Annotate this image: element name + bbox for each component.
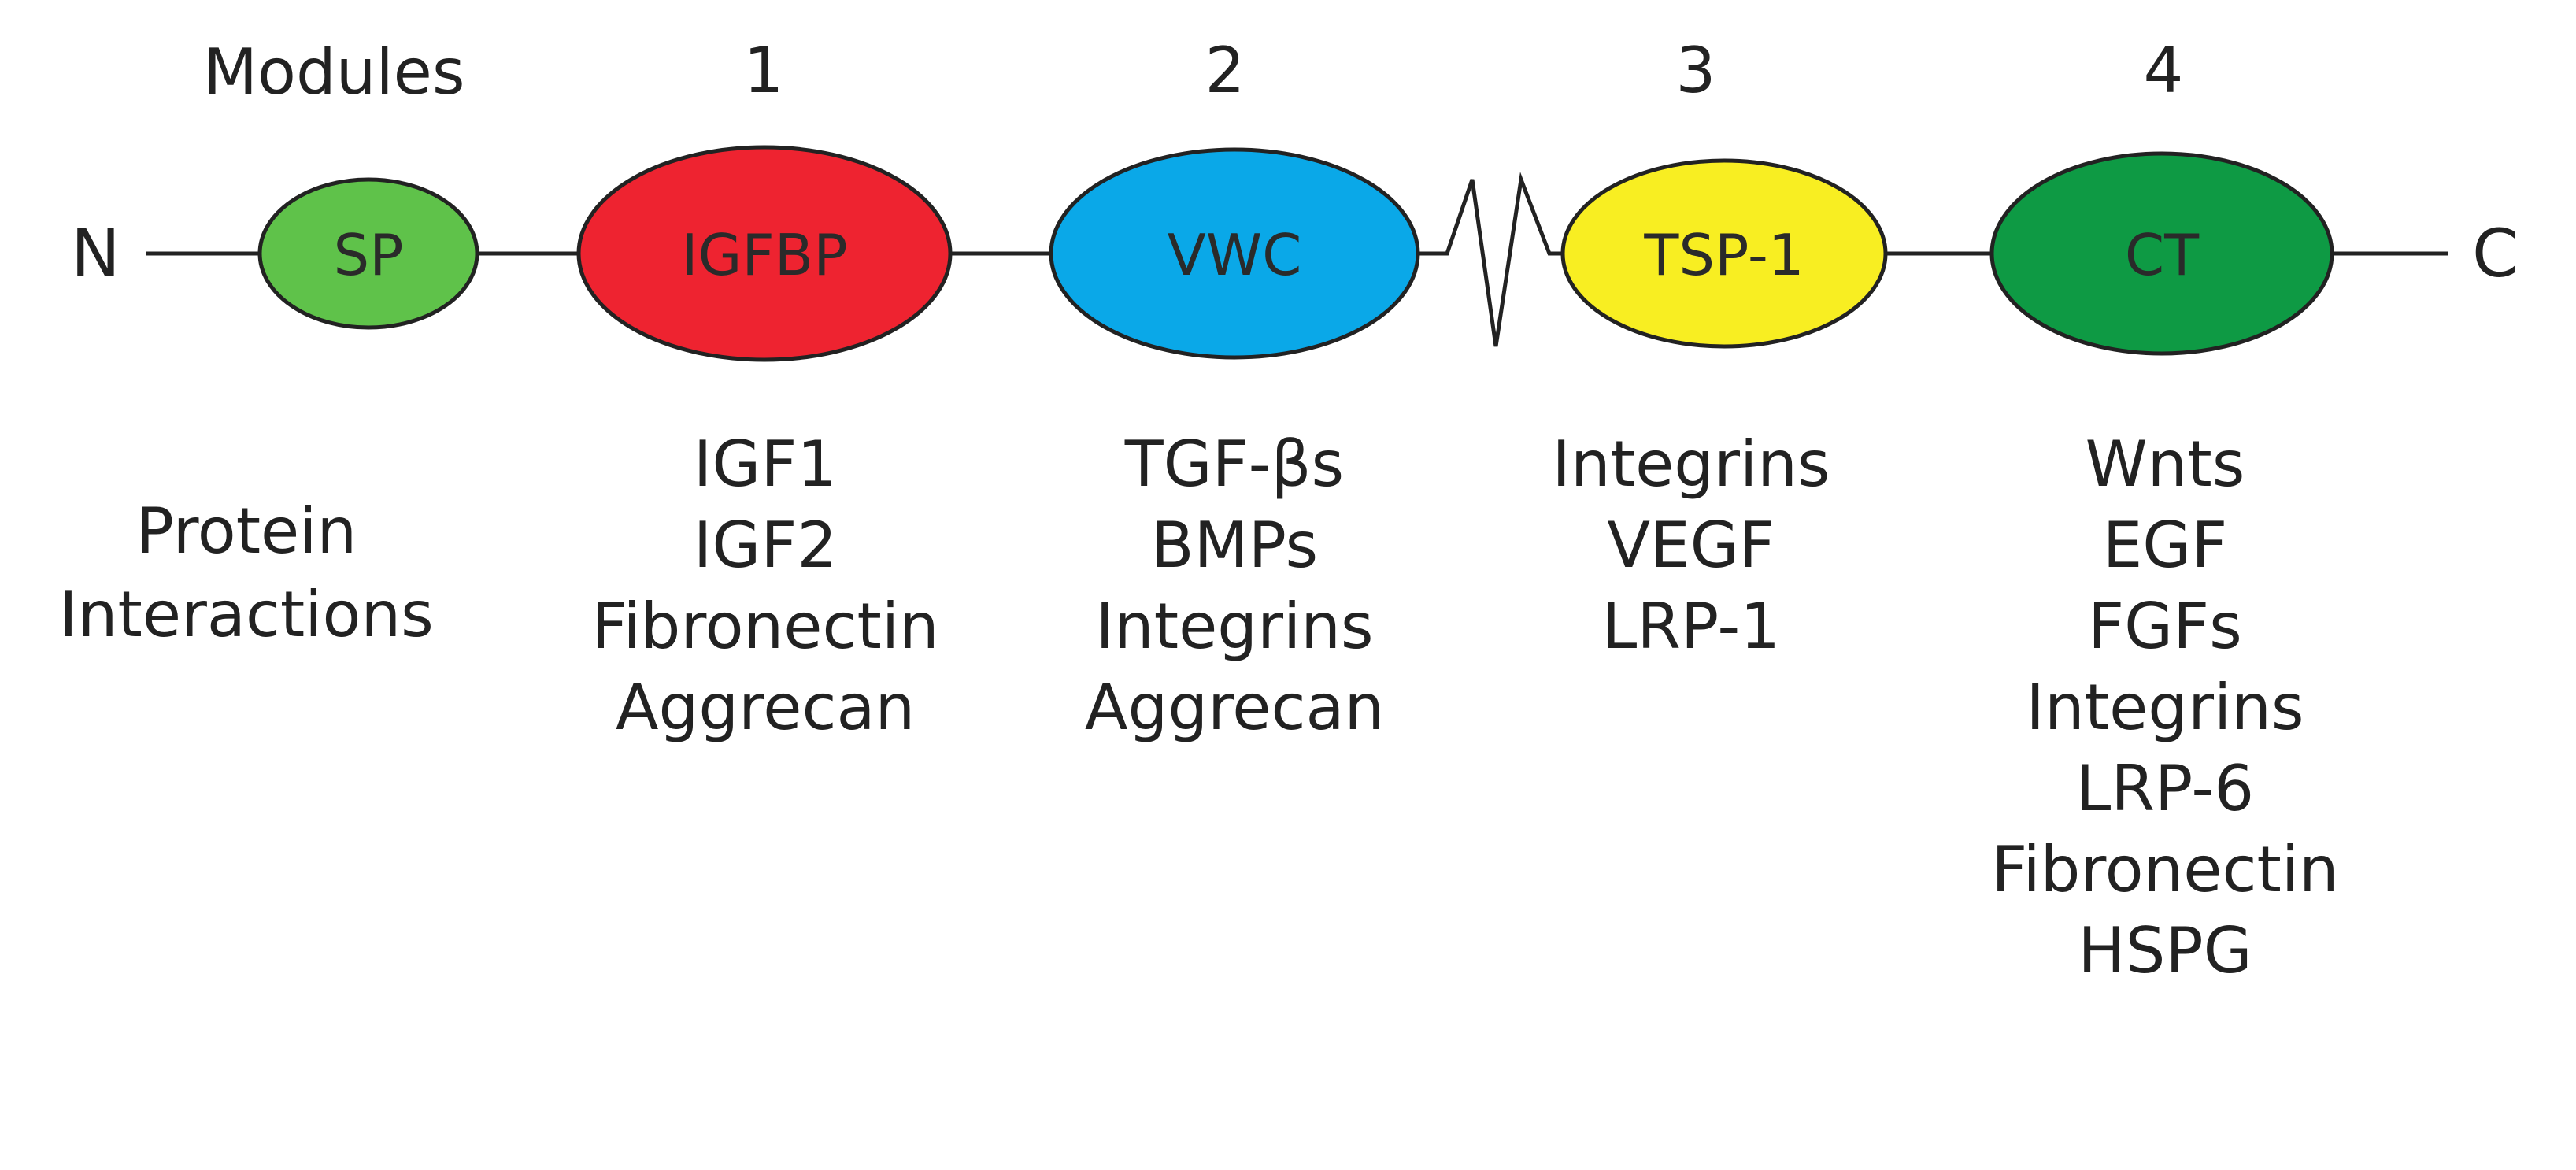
c-terminus-label: C [2472,215,2519,292]
domain-label-vwc: VWC [1167,222,1302,288]
interaction-item: Integrins [2026,671,2304,744]
domain-label-ct: CT [2124,222,2200,288]
backbone-break-zigzag [1417,172,1563,347]
domain-sp [257,177,479,330]
interaction-item: LRP-6 [2075,752,2255,825]
module-number-1: 1 [743,34,784,107]
interaction-item: Integrins [1552,428,1830,501]
interaction-item: Wnts [2085,428,2245,501]
module-number-2: 2 [1205,34,1245,107]
interaction-item: IGF1 [693,428,838,501]
interactions-module-1: IGF1 IGF2 Fibronectin Aggrecan [591,424,938,748]
interactions-module-3: Integrins VEGF LRP-1 [1552,424,1830,667]
module-number-3: 3 [1675,34,1716,107]
domain-label-tsp1: TSP-1 [1644,222,1804,288]
interaction-item: IGF2 [693,509,838,582]
interaction-item: TGF-βs [1124,428,1345,501]
interaction-item: Fibronectin [591,590,939,663]
domain-label-igfbp: IGFBP [681,222,848,288]
interactions-module-2: TGF-βs BMPs Integrins Aggrecan [1085,424,1384,748]
interactions-module-4: Wnts EGF FGFs Integrins LRP-6 Fibronecti… [1991,424,2338,991]
domain-vwc [1049,147,1420,360]
interaction-item: LRP-1 [1601,590,1781,663]
interaction-item: Fibronectin [1991,833,2339,906]
module-number-4: 4 [2143,34,2184,107]
domain-label-sp: SP [333,222,404,288]
interaction-item: Aggrecan [1084,671,1385,744]
domain-igfbp [576,145,953,362]
domain-ct [1989,151,2334,356]
interaction-item: Integrins [1095,590,1374,663]
domain-tsp1 [1560,158,1888,349]
interaction-item: BMPs [1150,509,1319,582]
interaction-item: VEGF [1607,509,1775,582]
interaction-item: HSPG [2078,914,2252,987]
protein-interactions-label: Protein Interactions [59,490,434,657]
interaction-item: Aggrecan [615,671,916,744]
modules-header: Modules [203,35,465,109]
protein-interactions-label-line1: Protein [135,494,357,568]
protein-interactions-label-line2: Interactions [59,578,434,651]
n-terminus-label: N [71,215,120,292]
interaction-item: EGF [2102,509,2228,582]
interaction-item: FGFs [2088,590,2242,663]
